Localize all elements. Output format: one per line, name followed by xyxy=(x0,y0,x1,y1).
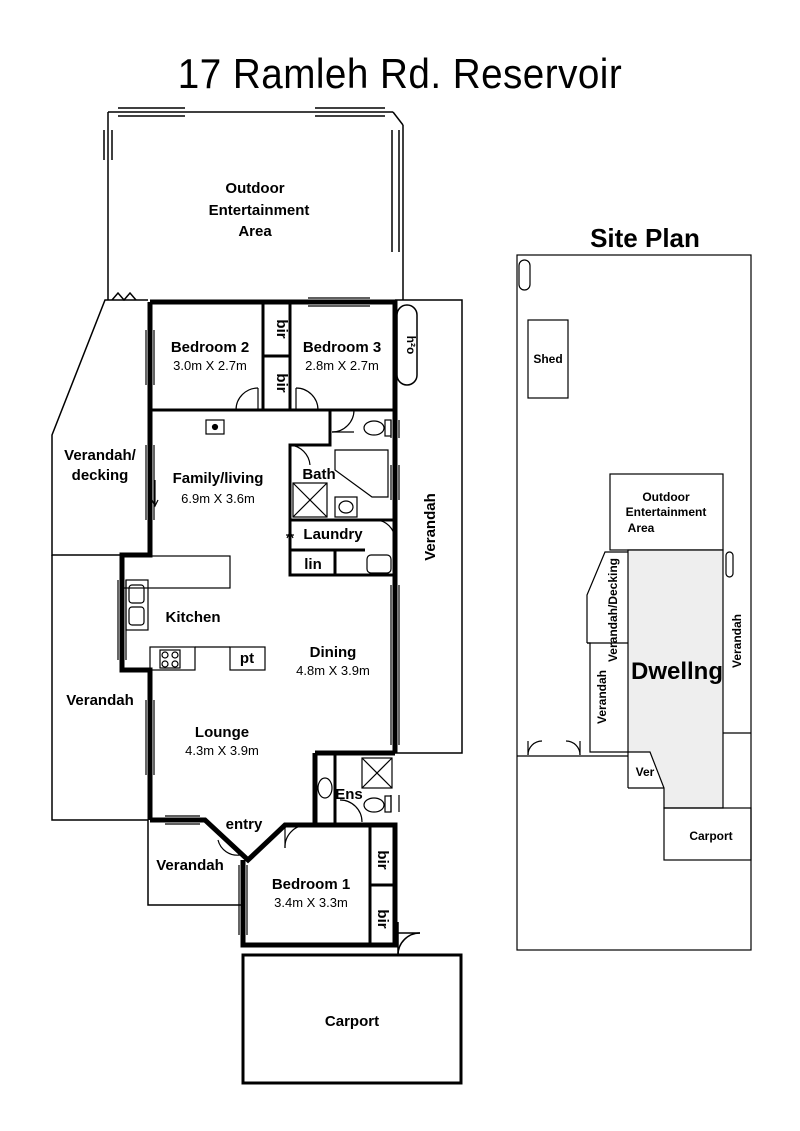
dining-dimensions: 4.8m X 3.9m xyxy=(296,663,370,678)
bedroom2-dimensions: 3.0m X 2.7m xyxy=(173,358,247,373)
site-verandah-right-label: Verandah xyxy=(730,614,744,668)
water-tank-label: h²o xyxy=(404,336,418,355)
page-title: 17 Ramleh Rd. Reservoir xyxy=(177,50,623,97)
bedroom2-label: Bedroom 2 xyxy=(171,339,249,356)
verandah-decking-label-2: decking xyxy=(72,467,129,484)
site-plan-title: Site Plan xyxy=(590,223,700,253)
site-outdoor-label-2: Entertainment xyxy=(626,505,707,519)
outdoor-label-2: Entertainment xyxy=(209,202,310,219)
bir-label: bir xyxy=(374,850,391,869)
door-swings xyxy=(151,387,396,856)
site-carport-outline xyxy=(663,807,752,861)
verandah-left-label: Verandah xyxy=(66,692,134,709)
site-verandah-left-label: Verandah xyxy=(595,670,609,724)
dwelling-label: Dwellng xyxy=(631,658,723,685)
site-carport-label: Carport xyxy=(689,829,732,843)
site-outdoor-label-3: Area xyxy=(628,521,655,535)
verandah-front-label: Verandah xyxy=(156,857,224,874)
site-plan xyxy=(516,254,752,951)
entry-label: entry xyxy=(226,816,263,833)
lounge-label: Lounge xyxy=(195,724,249,741)
pantry-label: pt xyxy=(240,650,254,667)
kitchen-label: Kitchen xyxy=(165,609,220,626)
fixtures xyxy=(121,419,393,813)
site-verandah-decking-label: Verandah/Decking xyxy=(606,558,620,662)
laundry-label: Laundry xyxy=(303,526,363,543)
floor-plan xyxy=(51,107,463,1085)
dwelling-shape xyxy=(627,549,724,809)
linen-label: lin xyxy=(304,556,322,573)
shed-outline xyxy=(527,319,569,399)
site-outdoor-label-1: Outdoor xyxy=(642,490,690,504)
verandah-decking-outline xyxy=(51,291,148,556)
family-living-dimensions: 6.9m X 3.6m xyxy=(181,491,255,506)
outdoor-label-3: Area xyxy=(238,223,272,240)
bedroom3-label: Bedroom 3 xyxy=(303,339,381,356)
verandah-decking-label-1: Verandah/ xyxy=(64,447,137,464)
carport-label: Carport xyxy=(325,1013,379,1030)
bir-label: bir xyxy=(374,909,391,928)
outdoor-label-1: Outdoor xyxy=(225,180,284,197)
verandah-left-outline xyxy=(51,555,148,821)
main-walls xyxy=(119,299,398,948)
site-boundary xyxy=(516,254,752,951)
dining-label: Dining xyxy=(310,644,357,661)
bir-label: bir xyxy=(273,319,290,338)
bedroom1-dimensions: 3.4m X 3.3m xyxy=(274,895,348,910)
bedroom1-label: Bedroom 1 xyxy=(272,876,350,893)
site-ver-label: Ver xyxy=(636,765,655,779)
verandah-right-label: Verandah xyxy=(422,493,439,561)
ensuite-label: Ens xyxy=(335,786,363,803)
verandah-front-outline xyxy=(147,820,243,906)
bedroom3-dimensions: 2.8m X 2.7m xyxy=(305,358,379,373)
outdoor-area-outline xyxy=(103,107,404,300)
bath-label: Bath xyxy=(302,466,335,483)
carport-outline xyxy=(241,953,463,1085)
shed-label: Shed xyxy=(533,352,562,366)
bir-label: bir xyxy=(273,373,290,392)
lounge-dimensions: 4.3m X 3.9m xyxy=(185,743,259,758)
family-living-label: Family/living xyxy=(173,470,264,487)
